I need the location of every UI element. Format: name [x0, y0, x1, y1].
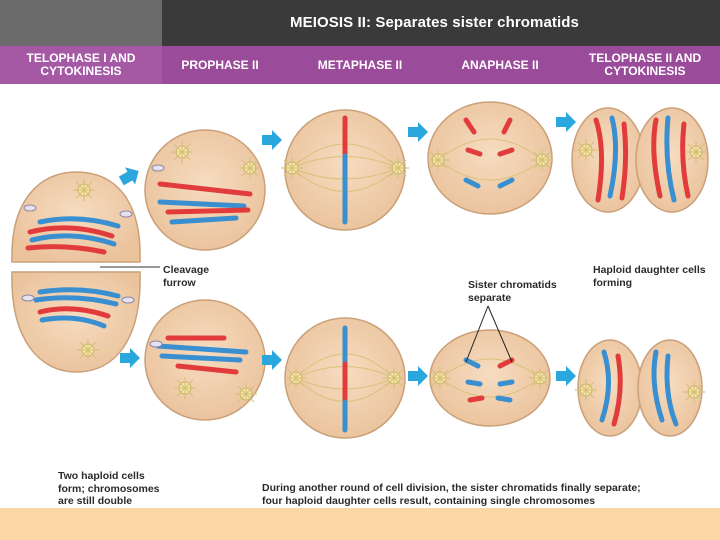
metaphase2-top-cell: [280, 109, 410, 231]
anaphase2-bottom-cell: [428, 329, 552, 427]
cleavage-furrow-label: Cleavage furrow: [163, 264, 210, 289]
anaphase2-top-cell: [426, 101, 554, 215]
arrow-icon: [408, 366, 428, 386]
phase-anaphase-2: ANAPHASE II: [461, 58, 539, 72]
telophase1-top-cell: [11, 171, 141, 263]
arrow-icon: [556, 112, 576, 132]
bottom-band: [0, 508, 720, 540]
phase-metaphase-2: METAPHASE II: [317, 58, 403, 72]
phase-bar: [0, 46, 720, 84]
header-left-block: [0, 0, 162, 46]
phase-telophase-2: TELOPHASE II AND CYTOKINESIS: [588, 51, 702, 78]
arrow-icon: [556, 366, 576, 386]
telophase2-top-cells: [571, 107, 709, 213]
prophase2-top-cell: [144, 129, 266, 251]
sister-chromatids-label: Sister chromatids separate: [468, 279, 557, 304]
prophase2-bottom-cell: [144, 299, 266, 421]
phase-prophase-2: PROPHASE II: [181, 58, 259, 72]
arrow-icon: [408, 122, 428, 142]
sister-chromatid-pointers: [465, 305, 513, 363]
metaphase2-bottom-cell: [284, 317, 406, 439]
header-bar: [162, 0, 720, 46]
summary-caption: During another round of cell division, t…: [262, 482, 641, 507]
phase-telophase-1: TELOPHASE I AND CYTOKINESIS: [26, 51, 136, 78]
telophase2-bottom-cells: [574, 339, 706, 437]
two-haploid-cells-label: Two haploid cells form; chromosomes are …: [58, 470, 160, 507]
arrow-icon: [120, 348, 140, 368]
meiosis-diagram: [11, 101, 709, 439]
page-title: MEIOSIS II: Separates sister chromatids: [290, 14, 580, 31]
haploid-forming-label: Haploid daughter cells forming: [593, 264, 706, 289]
telophase1-bottom-cell: [11, 271, 141, 373]
arrow-icon: [262, 130, 282, 150]
arrow-icon: [116, 162, 144, 190]
phase-bar-first-cell: [0, 46, 162, 84]
